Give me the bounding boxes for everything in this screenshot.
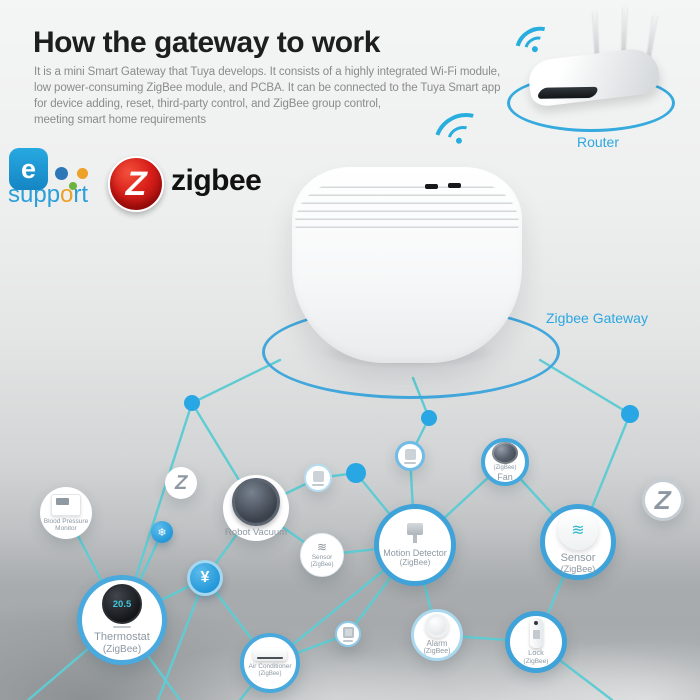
description-line: for device adding, reset, third-party co… <box>34 98 381 110</box>
device-sensor-small: ≋ Sensor (ZigBee) <box>300 533 344 577</box>
tiny-label <box>343 639 353 642</box>
gateway-slot <box>448 183 461 188</box>
network-dot <box>346 463 366 483</box>
sensor-icon: ≋ <box>558 509 598 550</box>
network-dot <box>184 395 200 411</box>
plug-icon <box>312 470 324 482</box>
fan-icon <box>492 442 518 464</box>
zigbee-wordmark: zigbee <box>171 164 262 197</box>
device-small-node <box>304 464 332 492</box>
device-fan: (ZigBee) Fan <box>481 438 529 486</box>
device-lock: Lock (ZigBee) <box>505 611 567 673</box>
switch-icon <box>342 626 354 638</box>
network-dot <box>621 405 639 423</box>
currency-node-icon: ¥ <box>187 560 223 596</box>
ewelink-logo-icon: e <box>9 148 48 190</box>
gateway-grooves <box>295 180 519 234</box>
support-dot-green-icon <box>69 182 77 190</box>
tiny-label <box>312 483 324 486</box>
gateway-slot <box>425 184 438 189</box>
network-dot <box>421 410 437 426</box>
device-alarm: Alarm (ZigBee) <box>411 609 463 661</box>
device-sensor: ≋ Sensor (ZigBee) <box>540 504 616 580</box>
tiny-label <box>113 626 131 629</box>
lock-icon <box>529 618 543 649</box>
device-air-conditioner: Air Conditioner (ZigBee) <box>240 633 300 693</box>
device-robot-vacuum: Robot Vacuum <box>223 475 289 541</box>
support-dot-blue-icon <box>55 167 68 180</box>
page-description: It is a mini Smart Gateway that Tuya dev… <box>34 64 500 128</box>
description-line: It is a mini Smart Gateway that Tuya dev… <box>34 66 501 78</box>
description-line: low power-consuming ZigBee module, and P… <box>34 82 501 94</box>
gateway-label: Zigbee Gateway <box>546 310 648 326</box>
zigbee-logo-icon: Z <box>108 156 164 212</box>
device-small-node <box>395 441 425 471</box>
thermostat-icon: 20.5 <box>102 584 142 625</box>
gateway-image <box>292 167 522 363</box>
device-thermostat: 20.5 Thermostat (ZigBee) <box>77 575 167 665</box>
device-motion-detector: Motion Detector (ZigBee) <box>374 504 456 586</box>
zigbee-badge-icon: Z <box>165 467 197 499</box>
blood-pressure-monitor-icon <box>51 493 81 516</box>
sensor-wave-icon: ≋ <box>316 540 328 555</box>
page-title: How the gateway to work <box>33 26 380 59</box>
air-conditioner-icon <box>253 648 287 662</box>
device-small-node <box>335 621 361 647</box>
device-blood-pressure-monitor: Blood Pressure Monitor <box>40 487 92 539</box>
zigbee-badge-icon: Z <box>642 479 684 521</box>
alarm-icon <box>425 613 449 638</box>
robot-vacuum-icon <box>232 477 280 526</box>
support-dot-orange-icon <box>77 168 88 179</box>
plug-icon <box>404 448 416 460</box>
description-line: meeting smart home requirements <box>34 114 207 126</box>
tiny-label <box>404 461 416 464</box>
router-label: Router <box>576 134 620 150</box>
motion-detector-icon <box>405 522 425 545</box>
climate-node-icon: ❄ <box>151 521 173 543</box>
